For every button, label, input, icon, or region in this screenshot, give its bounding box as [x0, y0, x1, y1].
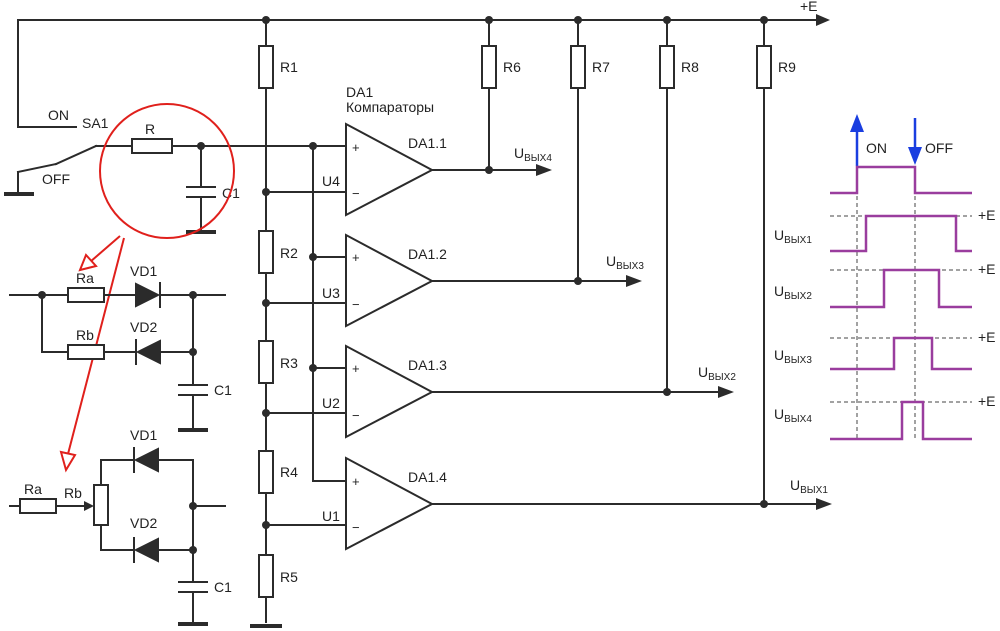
minus-sign: −	[352, 408, 360, 423]
plus-sign: +	[352, 474, 360, 489]
timing-on-label: ON	[866, 140, 887, 156]
resistor-r9	[756, 45, 772, 89]
diode-vd2-2	[133, 537, 159, 563]
switch-on-label: ON	[48, 107, 69, 123]
divider-chain: R1 R2 R3 R4 R5 U4 U3 U2 U1	[250, 19, 347, 628]
e-level-2: +E	[978, 261, 996, 277]
potentiometer-rb	[93, 484, 109, 526]
output-3: R7 UВЫХ3	[431, 19, 644, 287]
vd2-label-1: VD2	[130, 319, 157, 335]
resistor-r3-label: R3	[280, 355, 298, 371]
comparator-da1-2: + − DA1.2	[345, 233, 447, 328]
output-2: R8 UВЫХ2	[431, 19, 736, 398]
c1-label-alt2: C1	[214, 579, 232, 595]
alt-circuit-1: Ra VD1 Rb VD2 C1	[9, 263, 232, 432]
comparator-da1-1: + − DA1.1	[345, 122, 447, 217]
rb-label-2: Rb	[64, 485, 82, 501]
resistor-r6-label: R6	[503, 59, 521, 75]
resistor-r7	[570, 45, 586, 89]
da1-4-label: DA1.4	[408, 469, 447, 485]
u2-label: U2	[322, 395, 340, 411]
minus-sign: −	[352, 297, 360, 312]
highlight-circle	[99, 103, 235, 239]
vd2-label-2: VD2	[130, 515, 157, 531]
timing-out1-label: UВЫХ1	[774, 227, 812, 246]
plus-sign: +	[352, 140, 360, 155]
alt-circuit-2: Ra Rb VD1 VD2 C1	[9, 427, 232, 626]
ra-label-1: Ra	[76, 270, 94, 286]
e-level-1: +E	[978, 207, 996, 223]
output-1: R9 UВЫХ1	[431, 19, 832, 510]
resistor-r4	[258, 450, 274, 494]
resistor-ra-1	[67, 287, 105, 303]
out2-label: UВЫХ2	[698, 364, 736, 383]
diode-vd2-1	[135, 339, 161, 365]
u1-label: U1	[322, 508, 340, 524]
resistor-r5	[258, 554, 274, 598]
input-waveform	[830, 165, 972, 195]
out4-label: UВЫХ4	[514, 145, 552, 164]
resistor-r	[131, 138, 173, 154]
diode-vd1-1	[135, 282, 161, 308]
plus-sign: +	[352, 361, 360, 376]
u3-label: U3	[322, 285, 340, 301]
out1-waveform	[830, 214, 972, 253]
resistor-r4-label: R4	[280, 464, 298, 480]
resistor-r3	[258, 340, 274, 384]
da1-1-label: DA1.1	[408, 135, 447, 151]
resistor-r8-label: R8	[681, 59, 699, 75]
da1-desc-label: Компараторы	[346, 99, 434, 115]
da1-label: DA1	[346, 84, 373, 100]
e-level-4: +E	[978, 393, 996, 409]
diode-vd1-2	[133, 447, 159, 473]
ra-label-2: Ra	[24, 481, 42, 497]
resistor-r1	[258, 45, 274, 89]
resistor-ra-2	[19, 498, 57, 514]
vd1-label-2: VD1	[130, 427, 157, 443]
resistor-rb-1	[67, 344, 105, 360]
out2-waveform	[830, 268, 972, 309]
timing-out3-label: UВЫХ3	[774, 347, 812, 366]
supply-label: +E	[800, 0, 818, 14]
da1-2-label: DA1.2	[408, 246, 447, 262]
out3-waveform	[830, 336, 972, 371]
supply-rail: +E	[17, 0, 830, 26]
signal-bus	[309, 142, 347, 482]
resistor-r8	[659, 45, 675, 89]
e-level-3: +E	[978, 329, 996, 345]
switch-name-label: SA1	[82, 115, 109, 131]
out4-waveform	[830, 400, 972, 441]
c1-label-alt1: C1	[214, 382, 232, 398]
output-4: R6 UВЫХ4	[431, 19, 552, 176]
resistor-r7-label: R7	[592, 59, 610, 75]
plus-sign: +	[352, 250, 360, 265]
out3-label: UВЫХ3	[606, 253, 644, 272]
switch-sa1: ON SA1 OFF	[4, 19, 133, 196]
u4-label: U4	[322, 173, 340, 189]
timing-off-label: OFF	[925, 140, 953, 156]
da1-3-label: DA1.3	[408, 357, 447, 373]
resistor-r5-label: R5	[280, 569, 298, 585]
resistor-r-label: R	[145, 121, 155, 137]
resistor-r2-label: R2	[280, 245, 298, 261]
timing-diagram: ON OFF +E UВЫХ1 +E UВЫХ2 +E UВЫХ3 +E UВЫ…	[774, 114, 996, 441]
rb-label-1: Rb	[76, 327, 94, 343]
timing-out2-label: UВЫХ2	[774, 283, 812, 302]
minus-sign: −	[352, 520, 360, 535]
timing-out4-label: UВЫХ4	[774, 406, 812, 425]
vd1-label-1: VD1	[130, 263, 157, 279]
resistor-r6	[481, 45, 497, 89]
resistor-r1-label: R1	[280, 59, 298, 75]
out1-label: UВЫХ1	[790, 477, 828, 496]
minus-sign: −	[352, 186, 360, 201]
comparator-da1-3: + − DA1.3	[345, 344, 447, 439]
resistor-r9-label: R9	[778, 59, 796, 75]
comparator-da1-4: + − DA1.4	[345, 456, 447, 551]
switch-off-label: OFF	[42, 171, 70, 187]
resistor-r2	[258, 230, 274, 274]
